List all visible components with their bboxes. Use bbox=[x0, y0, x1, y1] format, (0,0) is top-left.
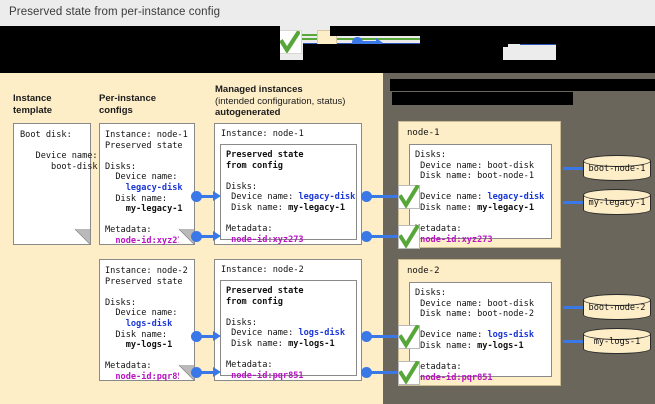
connector-mi1-metadata bbox=[361, 230, 402, 242]
redaction-bar-legend-c bbox=[420, 35, 508, 47]
redaction-bar-legend-b bbox=[330, 26, 510, 36]
mi-2-preserved-box: Preserved state from config Disks: Devic… bbox=[220, 280, 357, 381]
mi-2-text: Preserved state from config Disks: Devic… bbox=[226, 286, 346, 381]
green-check-icon-node2-metadata bbox=[398, 361, 420, 385]
disk-volume-label: boot-node-2 bbox=[588, 303, 646, 313]
mi-2-instance: Instance: node-2 bbox=[221, 265, 304, 275]
node-1-name: node-1 bbox=[407, 128, 440, 138]
link-node1-boot-disk bbox=[563, 167, 585, 170]
pic-1-text: Instance: node-1 Preserved state Disks: … bbox=[105, 130, 188, 246]
redaction-bar-right-header-1 bbox=[390, 79, 630, 91]
node-1-details-box: Disks: Device name: boot-disk Disk name:… bbox=[409, 144, 552, 245]
legend-green-stroke-2 bbox=[300, 38, 520, 40]
managed-instances-line2: (intended configuration, status) bbox=[215, 95, 346, 107]
mi-1-instance: Instance: node-1 bbox=[221, 129, 304, 139]
legend-strip bbox=[0, 26, 655, 73]
disk-volume-boot-node-1: boot-node-1 bbox=[583, 155, 651, 182]
redaction-bar-right-header-3 bbox=[600, 79, 655, 91]
node-2-text: Disks: Device name: boot-disk Disk name:… bbox=[415, 288, 535, 383]
node-2-name: node-2 bbox=[407, 266, 440, 276]
legend-item-check bbox=[278, 30, 311, 54]
managed-instances-line1: Managed instances bbox=[215, 84, 303, 95]
redaction-bar-legend-e bbox=[556, 42, 655, 60]
green-check-icon-node2-disk bbox=[398, 325, 420, 349]
managed-instance-node-2: Instance: node-2 Preserved state from co… bbox=[214, 259, 362, 381]
node-box-node-1: node-1 Disks: Device name: boot-disk Dis… bbox=[398, 121, 561, 248]
node-2-details-box: Disks: Device name: boot-disk Disk name:… bbox=[409, 282, 552, 383]
disk-volume-my-legacy-1: my-legacy-1 bbox=[583, 189, 651, 216]
connector-mi2-disk bbox=[361, 330, 402, 342]
mi-1-text: Preserved state from config Disks: Devic… bbox=[226, 150, 356, 245]
note-fold-corner bbox=[75, 229, 91, 245]
connector-pic2-metadata bbox=[191, 366, 223, 378]
instance-template-text: Boot disk: Device name: boot-disk bbox=[20, 130, 98, 172]
green-check-icon-node1-metadata bbox=[398, 225, 420, 249]
redaction-bar-legend-d bbox=[503, 26, 655, 44]
redaction-bar-legend-left bbox=[0, 26, 280, 60]
disk-volume-label: boot-node-1 bbox=[588, 164, 646, 174]
green-check-icon-node1-disk bbox=[398, 185, 420, 209]
legend-item-link bbox=[352, 36, 391, 48]
redaction-bar-legend-a bbox=[303, 44, 503, 60]
connector-mi2-metadata bbox=[361, 366, 402, 378]
disk-volume-label: my-logs-1 bbox=[593, 337, 641, 347]
per-instance-config-node-1: Instance: node-1 Preserved state Disks: … bbox=[99, 123, 195, 246]
link-node2-boot-disk bbox=[563, 306, 585, 309]
connector-pic1-metadata bbox=[191, 230, 223, 242]
link-node1-legacy-disk bbox=[563, 201, 585, 204]
disk-volume-my-logs-1: my-logs-1 bbox=[583, 328, 651, 355]
per-instance-config-node-2: Instance: node-2 Preserved state Disks: … bbox=[99, 259, 195, 382]
disk-volume-boot-node-2: boot-node-2 bbox=[583, 294, 651, 321]
node-box-node-2: node-2 Disks: Device name: boot-disk Dis… bbox=[398, 259, 561, 386]
mi-1-preserved-box: Preserved state from config Disks: Devic… bbox=[220, 144, 357, 245]
redaction-bar-right-header-2 bbox=[392, 92, 573, 105]
connector-mi1-disk bbox=[361, 190, 402, 202]
link-node2-logs-disk bbox=[563, 340, 585, 343]
disk-volume-label: my-legacy-1 bbox=[588, 198, 646, 208]
blue-dot-arrow-icon bbox=[352, 36, 383, 48]
green-check-icon bbox=[278, 30, 302, 54]
connector-pic1-disk bbox=[191, 190, 223, 202]
column-heading-managed-instances: Managed instances (intended configuratio… bbox=[215, 84, 345, 119]
column-heading-per-instance-configs: Per-instance configs bbox=[99, 93, 157, 116]
managed-instances-line3: autogenerated bbox=[215, 107, 281, 118]
redaction-bar-legend-bottom bbox=[0, 60, 655, 73]
node-1-text: Disks: Device name: boot-disk Disk name:… bbox=[415, 150, 545, 245]
instance-template-note: Boot disk: Device name: boot-disk bbox=[13, 123, 98, 245]
pic-2-text: Instance: node-2 Preserved state Disks: … bbox=[105, 266, 188, 382]
connector-pic2-disk bbox=[191, 330, 223, 342]
managed-instance-node-1: Instance: node-1 Preserved state from co… bbox=[214, 123, 362, 245]
page-title: Preserved state from per-instance config bbox=[9, 6, 221, 18]
column-heading-instance-template: Instance template bbox=[13, 93, 53, 116]
